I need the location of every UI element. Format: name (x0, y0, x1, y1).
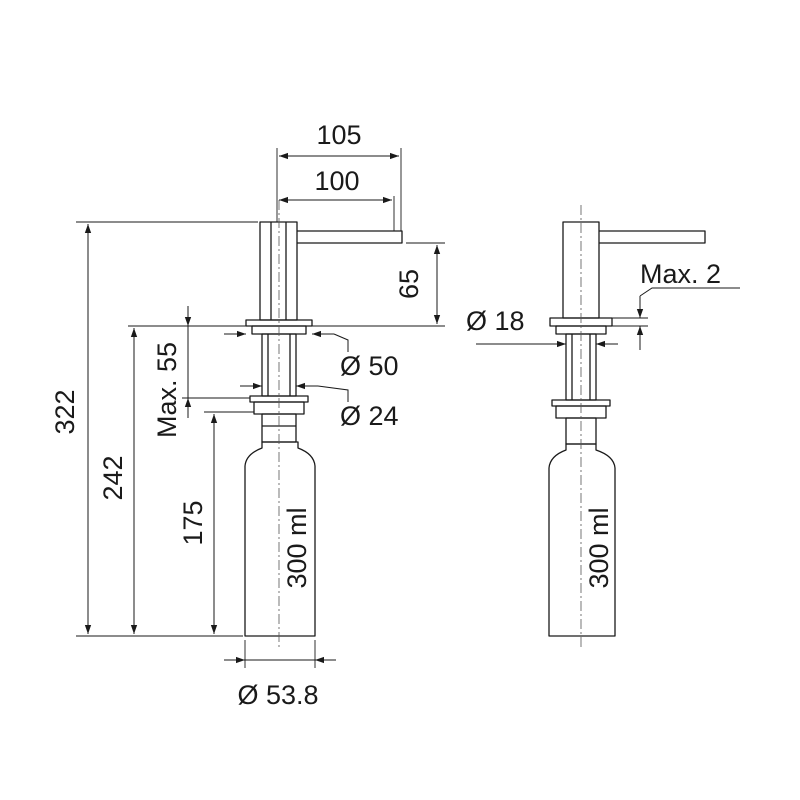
dim-label-175: 175 (178, 500, 208, 545)
left-view-dispenser: 300 ml (244, 200, 403, 650)
dim-label-dia50: Ø 50 (340, 351, 399, 381)
left-view-dimensions: 105 100 65 322 242 Max. 55 175 Ø 50 (50, 120, 445, 710)
dim-label-322: 322 (50, 389, 80, 434)
dim-label-105: 105 (316, 120, 361, 150)
dim-label-100: 100 (314, 166, 359, 196)
bottle-right (548, 443, 616, 637)
bottle-capacity-left: 300 ml (282, 507, 312, 588)
spout (297, 230, 403, 244)
right-view-dimensions: Ø 18 Max. 2 (466, 259, 740, 350)
dim-label-dia24: Ø 24 (340, 401, 399, 431)
dim-label-242: 242 (98, 455, 128, 500)
bottle (244, 441, 316, 637)
spout-right (599, 230, 706, 244)
dim-label-65: 65 (394, 269, 424, 299)
dim-label-max2: Max. 2 (640, 259, 721, 289)
pump-head (259, 221, 298, 321)
dim-label-dia53-8: Ø 53.8 (237, 680, 318, 710)
dim-label-max55: Max. 55 (152, 342, 182, 438)
dim-label-dia18: Ø 18 (466, 306, 525, 336)
bottle-capacity-right: 300 ml (584, 507, 614, 588)
right-view-dispenser: 300 ml (548, 205, 706, 650)
